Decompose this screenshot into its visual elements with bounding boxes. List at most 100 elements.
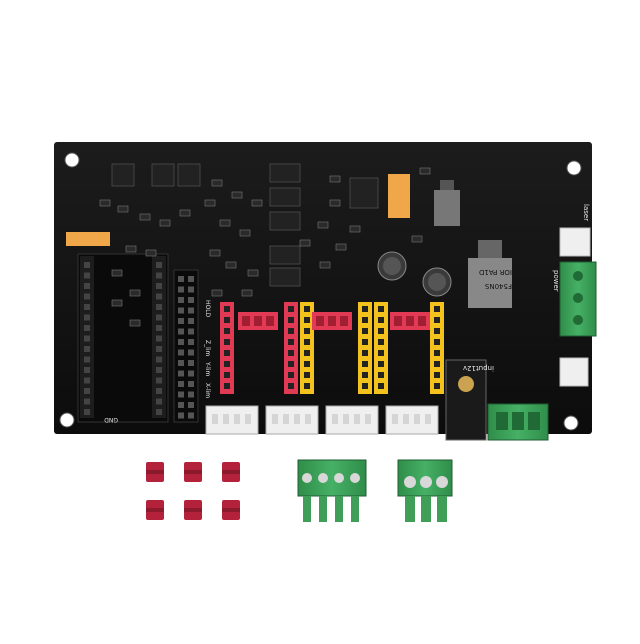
loose-jumper-notch xyxy=(222,508,240,512)
header-pins xyxy=(178,276,194,419)
driver-header-pin xyxy=(304,383,310,389)
label-laser: laser xyxy=(582,204,590,221)
driver-header-strip xyxy=(220,302,234,394)
driver-header-pin xyxy=(288,361,294,367)
socket-pin xyxy=(84,335,90,342)
capacitors xyxy=(377,251,452,297)
regulators: IOR PA1D F540NS xyxy=(434,180,512,308)
driver-header-pin xyxy=(304,350,310,356)
loose-jumper-notch xyxy=(184,508,202,512)
socket-pin xyxy=(156,367,162,373)
driver-header-pin xyxy=(378,361,384,367)
motor-connector-pin xyxy=(272,414,278,424)
label-gnd: GND xyxy=(104,416,118,423)
driver-header-pin xyxy=(224,306,230,312)
smd-component xyxy=(225,261,237,269)
nano-socket xyxy=(77,253,169,423)
label-hold: HOLD xyxy=(204,300,211,318)
smd-component xyxy=(329,175,341,183)
loose-terminal-4pin xyxy=(297,459,367,522)
inductor-label-bottom: F540NS xyxy=(484,282,512,290)
header-pin xyxy=(188,339,194,345)
driver-header-pin xyxy=(288,328,294,334)
driver-header-pin xyxy=(378,339,384,345)
socket-pin xyxy=(84,367,90,373)
driver-header-pin xyxy=(434,339,440,345)
socket-pin xyxy=(156,346,162,352)
smd-component xyxy=(319,261,331,269)
header-pin xyxy=(178,307,184,314)
header-pin xyxy=(178,349,184,356)
socket-pin xyxy=(84,272,90,279)
orange-jumper-header xyxy=(66,232,110,246)
driver-header-pin xyxy=(224,339,230,345)
motor-connector-pin xyxy=(354,414,360,424)
microstep-jumper-cap xyxy=(328,316,336,326)
driver-header-pin xyxy=(304,361,310,367)
driver-header-pin xyxy=(304,317,310,323)
socket-pin xyxy=(156,293,162,300)
loose-jumper-notch xyxy=(146,470,164,474)
header-pin xyxy=(178,276,184,282)
driver-header-pin xyxy=(378,383,384,389)
driver-header-pin xyxy=(378,372,384,378)
header-pin xyxy=(178,402,184,408)
driver-sockets xyxy=(220,302,444,394)
dc-jack xyxy=(445,359,487,441)
board-terminal-3pin xyxy=(487,403,549,441)
driver-header-pin xyxy=(378,350,384,356)
motor-connector-pin xyxy=(365,414,371,424)
header-pin xyxy=(188,276,194,282)
driver-header-pin xyxy=(224,350,230,356)
smd-component xyxy=(317,221,329,229)
motor-connector-pin xyxy=(343,414,349,424)
label-ylim: Y-lim xyxy=(204,361,211,376)
driver-header-pin xyxy=(224,372,230,378)
driver-header-pin xyxy=(288,317,294,323)
socket-pin xyxy=(84,388,90,394)
label-xlim: X-lim xyxy=(204,383,211,398)
header-pin xyxy=(188,307,194,314)
socket-pin xyxy=(84,293,90,300)
smd-component xyxy=(209,249,221,257)
smd-component xyxy=(111,299,123,307)
microstep-jumper-cap xyxy=(242,316,250,326)
header-pin xyxy=(178,391,184,398)
driver-header-pin xyxy=(362,339,368,345)
driver-header-pin xyxy=(288,372,294,378)
smd-component xyxy=(111,269,123,277)
driver-header-pin xyxy=(434,306,440,312)
driver-header-pin xyxy=(362,328,368,334)
driver-header-pin xyxy=(434,383,440,389)
header-pin xyxy=(188,286,194,293)
driver-header-strip xyxy=(374,302,388,394)
motor-connector-pin xyxy=(403,414,409,424)
label-zlim: Z_lim xyxy=(204,340,211,356)
socket-pin xyxy=(156,283,162,289)
smd-component xyxy=(117,205,129,213)
driver-header-strip xyxy=(300,302,314,394)
smd-component xyxy=(129,319,141,327)
driver-header-pin xyxy=(288,306,294,312)
smd-component xyxy=(125,245,137,253)
smd-component xyxy=(99,199,111,207)
pin-header-vertical xyxy=(173,269,199,423)
driver-header-pin xyxy=(288,339,294,345)
socket-pin xyxy=(156,335,162,342)
driver-header-pin xyxy=(304,372,310,378)
driver-header-pin xyxy=(304,328,310,334)
smd-component xyxy=(335,243,347,251)
socket-pin xyxy=(84,314,90,321)
header-pin xyxy=(178,412,184,419)
label-power: power xyxy=(552,270,560,292)
loose-terminal-3pin xyxy=(397,459,453,522)
microstep-jumper-cap xyxy=(418,316,426,326)
socket-pin xyxy=(84,304,90,310)
driver-header-pin xyxy=(434,361,440,367)
socket-pins xyxy=(84,262,162,415)
driver-header-pin xyxy=(362,361,368,367)
smd-component xyxy=(299,239,311,247)
driver-header-pin xyxy=(362,372,368,378)
motor-connector-pin xyxy=(234,414,240,424)
